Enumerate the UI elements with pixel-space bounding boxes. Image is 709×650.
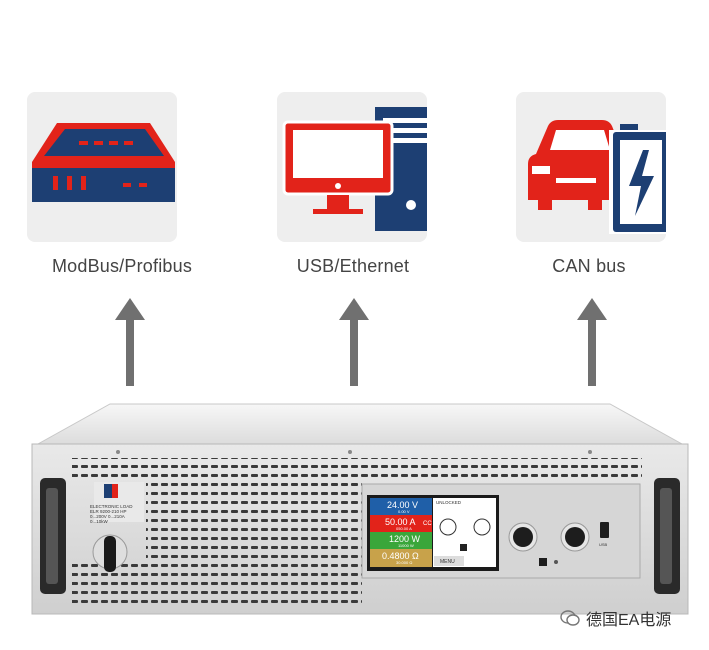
- power-switch[interactable]: [92, 534, 128, 572]
- voltage-sub: 0.00 V: [398, 509, 410, 514]
- badge-line-4: 0...10kW: [90, 519, 109, 524]
- computer-icon: [282, 107, 427, 231]
- mode-indicator: CC: [423, 521, 432, 527]
- usb-ethernet-tile: [277, 92, 427, 242]
- resistance-sub: 30.000 Ω: [396, 560, 412, 565]
- modbus-profibus-label: ModBus/Profibus: [51, 256, 193, 276]
- car-battery-icon: [528, 120, 666, 234]
- current-knob[interactable]: [565, 527, 585, 547]
- current-readout: 50.00 A: [385, 517, 416, 527]
- usb-label: USB: [599, 542, 608, 547]
- voltage-readout: 24.00 V: [387, 500, 418, 510]
- resistance-readout: 0.4800 Ω: [382, 551, 419, 561]
- usb-ethernet-label: USB/Ethernet: [296, 256, 410, 276]
- badge-line-3: 0...200V 0...210A: [90, 514, 125, 519]
- power-readout: 1200 W: [389, 534, 421, 544]
- modbus-tile: [27, 92, 177, 242]
- badge-line-2: ELR 9200-210 HP: [90, 509, 127, 514]
- usb-port[interactable]: [600, 522, 609, 538]
- watermark: 德国EA电源: [560, 606, 671, 630]
- can-bus-tile: [516, 92, 666, 242]
- chat-bubble-icon: [560, 610, 580, 626]
- watermark-text: 德国EA电源: [586, 612, 672, 629]
- electronic-load-device: ELECTRONIC LOAD ELR 9200-210 HP 0...200V…: [31, 403, 689, 615]
- arrow-up-icon: [115, 298, 145, 386]
- network-device-icon: [32, 123, 175, 202]
- voltage-knob[interactable]: [513, 527, 533, 547]
- badge-line-1: ELECTRONIC LOAD: [90, 504, 133, 509]
- arrow-up-icon: [577, 298, 607, 386]
- menu-button[interactable]: MENU: [440, 559, 455, 565]
- power-sub: 11000 W: [398, 543, 414, 548]
- remote-button[interactable]: [539, 558, 547, 566]
- lock-status: UNLOCKED: [436, 500, 462, 505]
- current-sub: 050.00 A: [396, 526, 412, 531]
- arrow-up-icon: [339, 298, 369, 386]
- can-bus-label: CAN bus: [552, 256, 626, 276]
